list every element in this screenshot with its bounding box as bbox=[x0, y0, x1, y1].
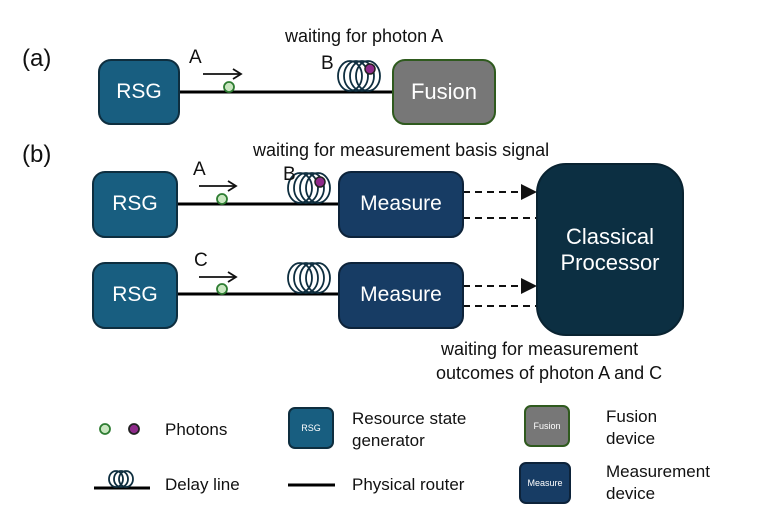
delay-line-coil-b-top bbox=[287, 172, 331, 204]
rsg-box-label: RSG bbox=[112, 192, 158, 216]
legend-photons-label: Photons bbox=[165, 420, 228, 439]
delay-line-coil-a bbox=[337, 60, 381, 92]
legend-physical-router-label: Physical router bbox=[352, 475, 465, 494]
photon-green-c bbox=[216, 283, 228, 295]
legend-rsg-line1: Resource state bbox=[352, 409, 467, 428]
classical-processor-box: Classical Processor bbox=[536, 163, 684, 336]
legend-measure-icon-label: Measure bbox=[527, 477, 563, 488]
rsg-box-label: RSG bbox=[112, 283, 158, 307]
legend-fusion-icon-label: Fusion bbox=[533, 420, 561, 431]
processor-label-line2: Processor bbox=[560, 249, 660, 275]
measure-box-b-bottom: Measure bbox=[338, 262, 464, 329]
measure-box-b-top: Measure bbox=[338, 171, 464, 238]
legend-rsg-icon-label: RSG bbox=[301, 422, 321, 433]
panel-a-note: waiting for photon A bbox=[285, 26, 444, 46]
legend-photon-purple-icon bbox=[128, 423, 140, 435]
legend-measure-label: Measurement device bbox=[606, 461, 710, 505]
legend-measure-line1: Measurement bbox=[606, 462, 710, 481]
panel-b-note-bottom-line2: outcomes of photon A and C bbox=[436, 363, 663, 383]
photon-a-label: A bbox=[189, 47, 202, 68]
photon-green-a bbox=[223, 81, 235, 93]
legend-fusion-icon: Fusion bbox=[524, 405, 570, 447]
legend-rsg-icon: RSG bbox=[288, 407, 334, 449]
panel-b-label: (b) bbox=[22, 141, 52, 168]
legend-photon-green-icon bbox=[99, 423, 111, 435]
measure-box-label: Measure bbox=[360, 192, 442, 216]
photon-b-label: B bbox=[321, 53, 334, 74]
photon-c-label: C bbox=[194, 250, 208, 271]
legend-fusion-line2: device bbox=[606, 429, 656, 449]
panel-b-note-top: waiting for measurement basis signal bbox=[253, 140, 550, 160]
fusion-box-a: Fusion bbox=[392, 59, 496, 125]
legend-rsg-line2: generator bbox=[352, 431, 425, 451]
delay-line-coil-b-bottom bbox=[287, 262, 331, 294]
photon-b-label: B bbox=[283, 164, 296, 185]
legend-measure-line2: device bbox=[606, 484, 656, 504]
fusion-box-label: Fusion bbox=[410, 79, 478, 105]
panel-a-label: (a) bbox=[22, 45, 52, 72]
motion-arrow-a bbox=[203, 68, 243, 80]
photon-purple-b bbox=[364, 63, 376, 75]
rsg-box-label: RSG bbox=[116, 79, 162, 103]
photon-green-a bbox=[216, 193, 228, 205]
legend-fusion-line1: Fusion bbox=[606, 407, 658, 426]
legend-delay-line-icon bbox=[94, 470, 150, 490]
motion-arrow-b-bottom bbox=[199, 271, 238, 283]
photon-a-label: A bbox=[193, 159, 206, 180]
panel-b-note-bottom-line1: waiting for measurement bbox=[441, 339, 639, 359]
legend-rsg-label: Resource state generator bbox=[352, 408, 466, 452]
processor-label-line1: Classical bbox=[565, 224, 655, 250]
rsg-box-a: RSG bbox=[98, 59, 180, 125]
rsg-box-b-top: RSG bbox=[92, 171, 178, 238]
rsg-box-b-bottom: RSG bbox=[92, 262, 178, 329]
legend-fusion-label: Fusion device bbox=[606, 406, 657, 450]
legend-delay-line-label: Delay line bbox=[165, 475, 240, 494]
photon-purple-b bbox=[314, 176, 326, 188]
legend-measure-icon: Measure bbox=[519, 462, 571, 504]
motion-arrow-b-top bbox=[199, 180, 238, 192]
measure-box-label: Measure bbox=[360, 283, 442, 307]
